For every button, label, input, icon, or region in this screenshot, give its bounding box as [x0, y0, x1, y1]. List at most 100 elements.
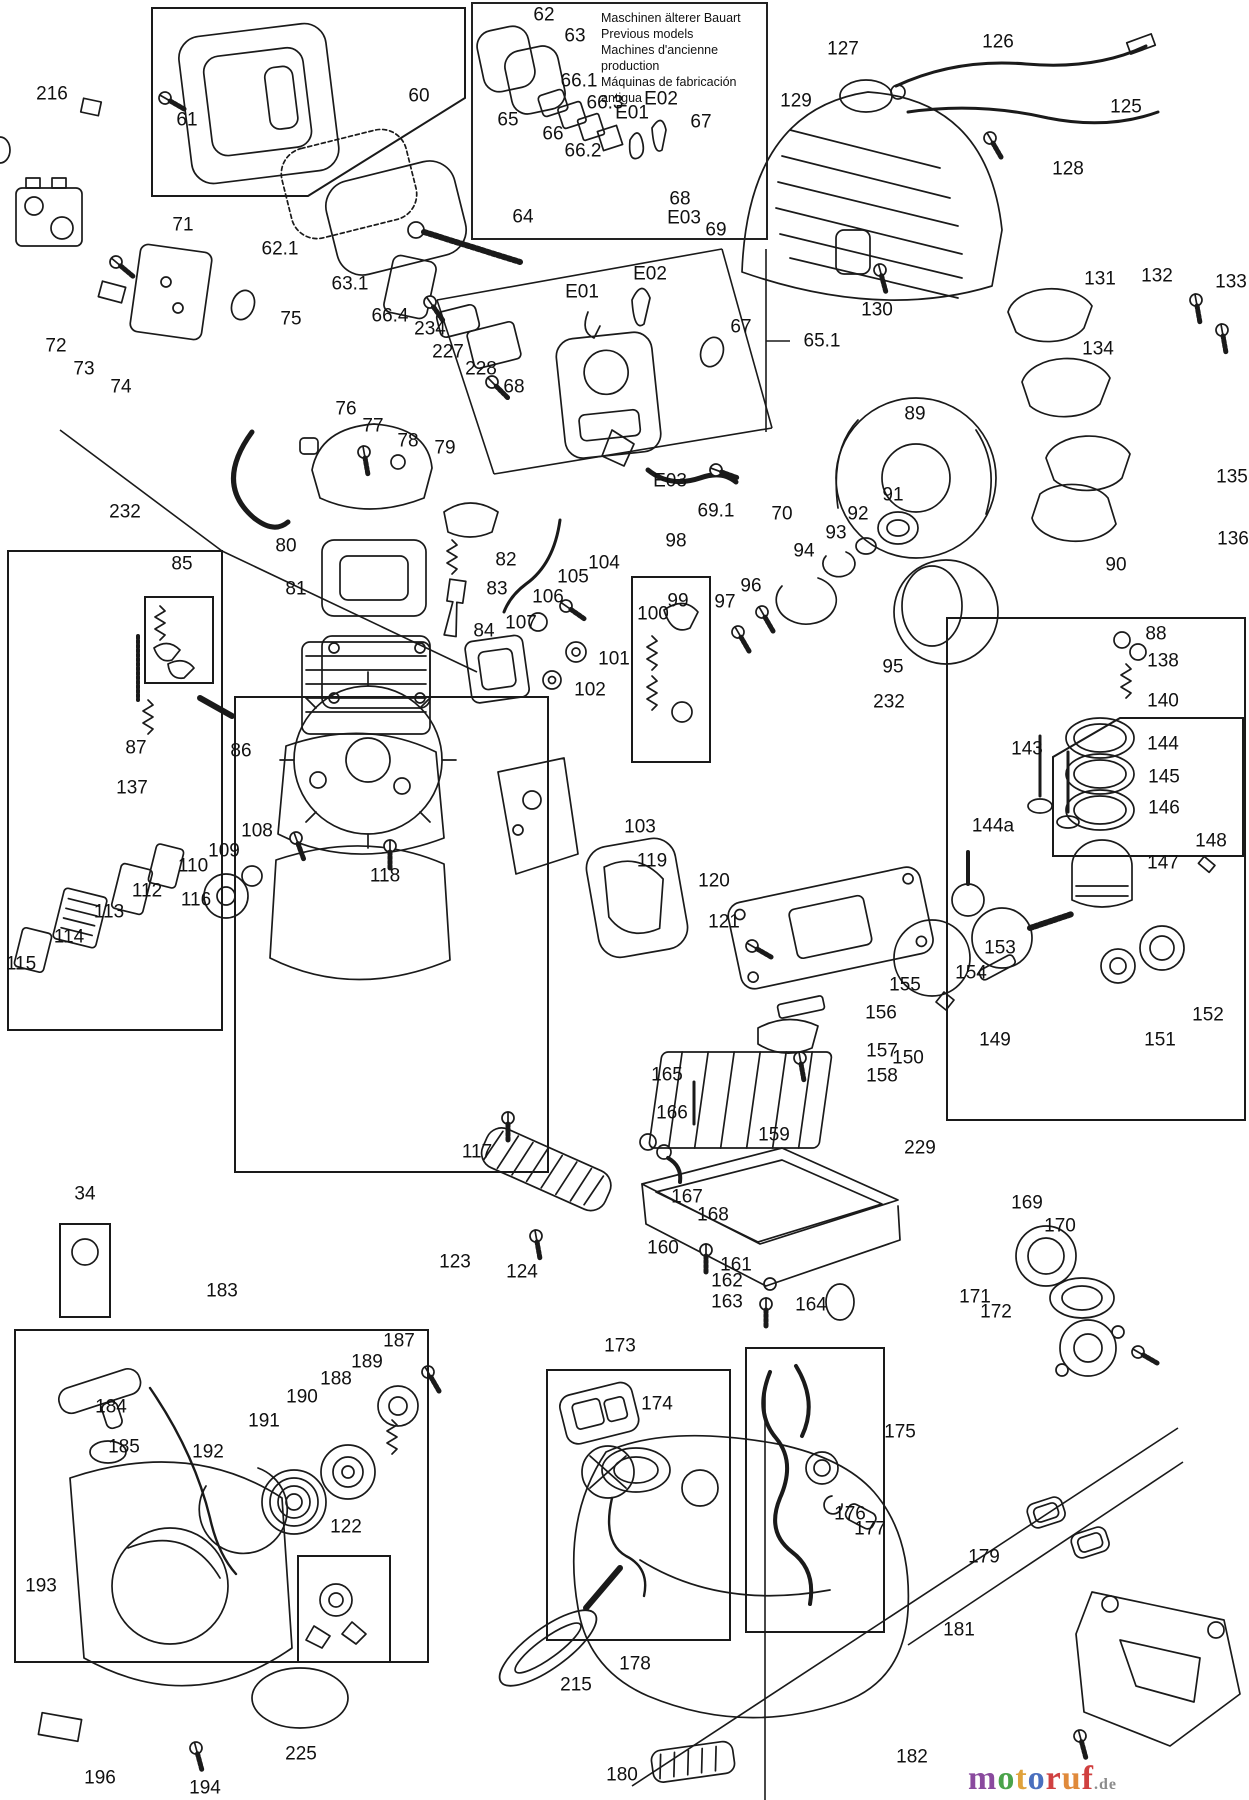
part-label-85: 85 — [171, 553, 193, 575]
part-label-158: 158 — [866, 1065, 898, 1087]
part-label-153: 153 — [984, 937, 1016, 959]
part-label-83: 83 — [486, 578, 508, 600]
part-label-63: 63 — [564, 25, 586, 47]
part-label-91: 91 — [882, 484, 904, 506]
part-label-225: 225 — [285, 1743, 317, 1765]
part-label-229: 229 — [904, 1137, 936, 1159]
part-label-99: 99 — [667, 590, 689, 612]
part-label-136: 136 — [1217, 528, 1249, 550]
part-label-135: 135 — [1216, 466, 1248, 488]
group-232-right — [946, 617, 1246, 1121]
part-label-166: 166 — [656, 1102, 688, 1124]
note-line: Previous models — [601, 27, 694, 41]
logo-letter: u — [1061, 1760, 1082, 1797]
part-label-67: 67 — [690, 111, 712, 133]
part-label-127: 127 — [827, 38, 859, 60]
part-label-E03: E03 — [667, 207, 701, 229]
part-label-169: 169 — [1011, 1192, 1043, 1214]
part-label-234: 234 — [414, 318, 446, 340]
part-label-137: 137 — [116, 777, 148, 799]
part-label-79: 79 — [434, 437, 456, 459]
note-line: Machines d'ancienne production — [601, 43, 719, 73]
part-label-71: 71 — [172, 214, 194, 236]
part-label-173: 173 — [604, 1335, 636, 1357]
part-label-148: 148 — [1195, 830, 1227, 852]
part-label-96: 96 — [740, 575, 762, 597]
part-label-130: 130 — [861, 299, 893, 321]
part-label-170: 170 — [1044, 1215, 1076, 1237]
part-label-105: 105 — [557, 566, 589, 588]
logo-letter: t — [1015, 1760, 1028, 1797]
part-label-182: 182 — [896, 1746, 928, 1768]
part-label-129: 129 — [780, 90, 812, 112]
part-label-185: 185 — [108, 1436, 140, 1458]
part-label-124: 124 — [506, 1261, 538, 1283]
logo-letter: m — [968, 1760, 998, 1797]
part-label-131: 131 — [1084, 268, 1116, 290]
part-label-132: 132 — [1141, 265, 1173, 287]
part-label-70: 70 — [771, 503, 793, 525]
part-label-190: 190 — [286, 1386, 318, 1408]
part-label-107: 107 — [505, 612, 537, 634]
part-label-163: 163 — [711, 1291, 743, 1313]
part-label-E01: E01 — [615, 102, 649, 124]
group-173 — [546, 1369, 731, 1641]
group-232-left — [7, 550, 223, 1031]
part-label-98: 98 — [665, 530, 687, 552]
part-label-152: 152 — [1192, 1004, 1224, 1026]
part-label-106: 106 — [532, 586, 564, 608]
part-label-95: 95 — [882, 656, 904, 678]
part-label-188: 188 — [320, 1368, 352, 1390]
group-boxes-layer — [7, 7, 1246, 1663]
part-label-168: 168 — [697, 1204, 729, 1226]
group-85 — [144, 596, 214, 684]
part-label-155: 155 — [889, 974, 921, 996]
logo-letter: o — [1027, 1760, 1046, 1797]
part-label-193: 193 — [25, 1575, 57, 1597]
part-label-81: 81 — [285, 578, 307, 600]
part-label-108: 108 — [241, 820, 273, 842]
part-label-144a: 144a — [971, 815, 1015, 837]
section-line — [436, 248, 723, 301]
part-label-161: 161 — [720, 1254, 752, 1276]
part-label-112: 112 — [131, 880, 163, 902]
group-144-rings — [1052, 717, 1244, 857]
group-34 — [59, 1223, 111, 1318]
part-label-156: 156 — [865, 1002, 897, 1024]
part-label-228: 228 — [465, 358, 497, 380]
part-label-177: 177 — [854, 1518, 886, 1540]
note-line: Máquinas de fabricación antigua — [601, 75, 737, 105]
part-label-196: 196 — [84, 1767, 116, 1789]
part-label-138: 138 — [1147, 650, 1179, 672]
part-label-162: 162 — [711, 1270, 743, 1292]
group-60 — [151, 7, 466, 197]
part-label-73: 73 — [73, 358, 95, 380]
part-label-115: 115 — [5, 953, 37, 975]
part-label-118: 118 — [369, 865, 401, 887]
part-label-183: 183 — [206, 1280, 238, 1302]
part-label-189: 189 — [351, 1351, 383, 1373]
part-label-60: 60 — [408, 85, 430, 107]
part-label-77: 77 — [362, 415, 384, 437]
logo-letter: f — [1081, 1760, 1094, 1797]
part-label-172: 172 — [980, 1301, 1012, 1323]
group-175 — [745, 1347, 885, 1633]
part-label-69: 69 — [705, 219, 727, 241]
part-label-69.1: 69.1 — [697, 500, 735, 522]
part-label-174: 174 — [641, 1393, 673, 1415]
part-label-89: 89 — [904, 403, 926, 425]
part-label-80: 80 — [275, 535, 297, 557]
part-label-66.2: 66.2 — [564, 140, 602, 162]
part-label-66: 66 — [542, 123, 564, 145]
part-label-143: 143 — [1011, 738, 1043, 760]
part-label-123: 123 — [439, 1251, 471, 1273]
part-label-175: 175 — [884, 1421, 916, 1443]
part-label-147: 147 — [1147, 852, 1179, 874]
part-label-133: 133 — [1215, 271, 1247, 293]
part-label-E01: E01 — [565, 281, 599, 303]
part-label-120: 120 — [698, 870, 730, 892]
part-label-102: 102 — [574, 679, 606, 701]
